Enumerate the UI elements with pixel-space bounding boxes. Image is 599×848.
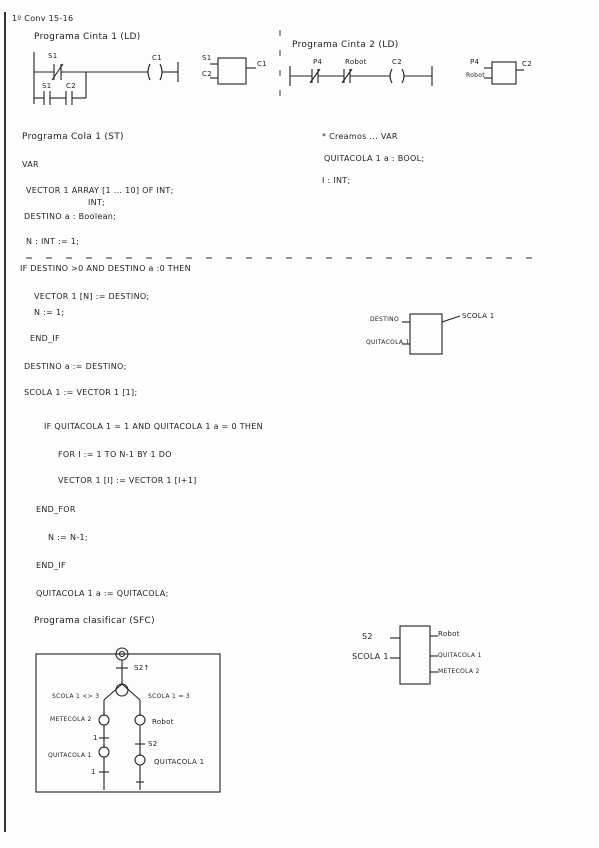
st-line: QUITACOLA 1 a := QUITACOLA; — [36, 589, 169, 598]
sfc-title: Programa clasificar (SFC) — [34, 616, 155, 626]
sfc-step-robot: Robot — [152, 718, 174, 726]
var-note-line: * Creamos ... VAR — [322, 132, 398, 141]
ladder1-block-in1: S1 — [202, 54, 212, 62]
var-note-line: I : INT; — [322, 176, 351, 185]
sfc-right-transition: S2 — [148, 740, 158, 748]
ladder1-block-out: C1 — [257, 60, 267, 68]
ladder1-block-in2: C2 — [202, 70, 212, 78]
sfc-left-condition: SCOLA 1 <> 3 — [52, 693, 100, 700]
st-line: DESTINO a := DESTINO; — [24, 362, 127, 371]
sfc-right-condition: SCOLA 1 = 3 — [148, 693, 190, 700]
st-line: N : INT := 1; — [26, 237, 80, 246]
fb-class-out-quitacola: QUITACOLA 1 — [438, 652, 482, 659]
st-line: END_IF — [30, 334, 60, 343]
ladder1-diagram — [33, 52, 256, 105]
st-line: VECTOR 1 [N] := DESTINO; — [34, 292, 150, 301]
var-note-line: QUITACOLA 1 a : BOOL; — [324, 154, 425, 163]
st-line: DESTINO a : Boolean; — [24, 212, 117, 221]
sfc-left-transition1: 1 — [93, 734, 98, 742]
st-line: END_IF — [36, 561, 66, 570]
ladder2-contact-robot: Robot — [345, 58, 367, 66]
fb-cola-out: SCOLA 1 — [462, 312, 495, 320]
st-title: Programa Cola 1 (ST) — [22, 132, 124, 142]
fb-class-out-robot: Robot — [438, 630, 460, 638]
fb-class-in1: S2 — [362, 632, 373, 641]
ladder2-contact-p4: P4 — [313, 58, 323, 66]
fb-class-in2: SCOLA 1 — [352, 652, 389, 661]
sfc-left-transition2: 1 — [91, 768, 96, 776]
st-line: N := N-1; — [48, 533, 88, 542]
ladder2-title: Programa Cinta 2 (LD) — [292, 40, 399, 50]
st-line: FOR I := 1 TO N-1 BY 1 DO — [58, 450, 172, 459]
sfc-initial-label: S2↑ — [134, 664, 150, 672]
st-line: END_FOR — [36, 505, 76, 514]
ladder2-block-in1: P4 — [470, 58, 480, 66]
ladder1-contact-s1: S1 — [48, 52, 58, 60]
st-line: VAR — [22, 160, 39, 169]
page-header: 1º Conv 15-16 — [12, 14, 74, 23]
ladder1-contact-c2: C2 — [66, 82, 76, 90]
ladder1-coil-label: C1 — [152, 54, 162, 62]
st-line: VECTOR 1 ARRAY [1 ... 10] OF INT; — [26, 186, 174, 195]
fb-cola-in1: DESTINO — [370, 316, 399, 323]
ladder2-coil-label: C2 — [392, 58, 402, 66]
st-line: SCOLA 1 := VECTOR 1 [1]; — [24, 388, 138, 397]
st-line: INT; — [88, 198, 106, 207]
fb-cola-in2: QUITACOLA 1 — [366, 339, 410, 346]
st-line: N := 1; — [34, 308, 65, 317]
fb-cola-block — [402, 313, 461, 355]
margin-line — [4, 12, 6, 832]
fb-class-block — [390, 625, 438, 685]
ladder2-block-out: C2 — [522, 60, 532, 68]
sfc-step-metecola2: METECOLA 2 — [50, 716, 92, 723]
st-line: IF QUITACOLA 1 = 1 AND QUITACOLA 1 a = 0… — [44, 422, 263, 431]
ladder1-title: Programa Cinta 1 (LD) — [34, 32, 141, 42]
sfc-step-quitacola1-right: QUITACOLA 1 — [154, 758, 205, 766]
ladder1-contact-s1-branch: S1 — [42, 82, 52, 90]
ladder2-diagram — [289, 61, 524, 86]
sfc-step-quitacola1-left: QUITACOLA 1 — [48, 752, 92, 759]
fb-class-out-metecola: METECOLA 2 — [438, 668, 480, 675]
st-line: VECTOR 1 [I] := VECTOR 1 [I+1] — [58, 476, 197, 485]
st-line: IF DESTINO >0 AND DESTINO a :0 THEN — [20, 264, 191, 273]
ladder2-block-in2: Robot — [466, 72, 485, 79]
sfc-diagram — [35, 647, 221, 793]
